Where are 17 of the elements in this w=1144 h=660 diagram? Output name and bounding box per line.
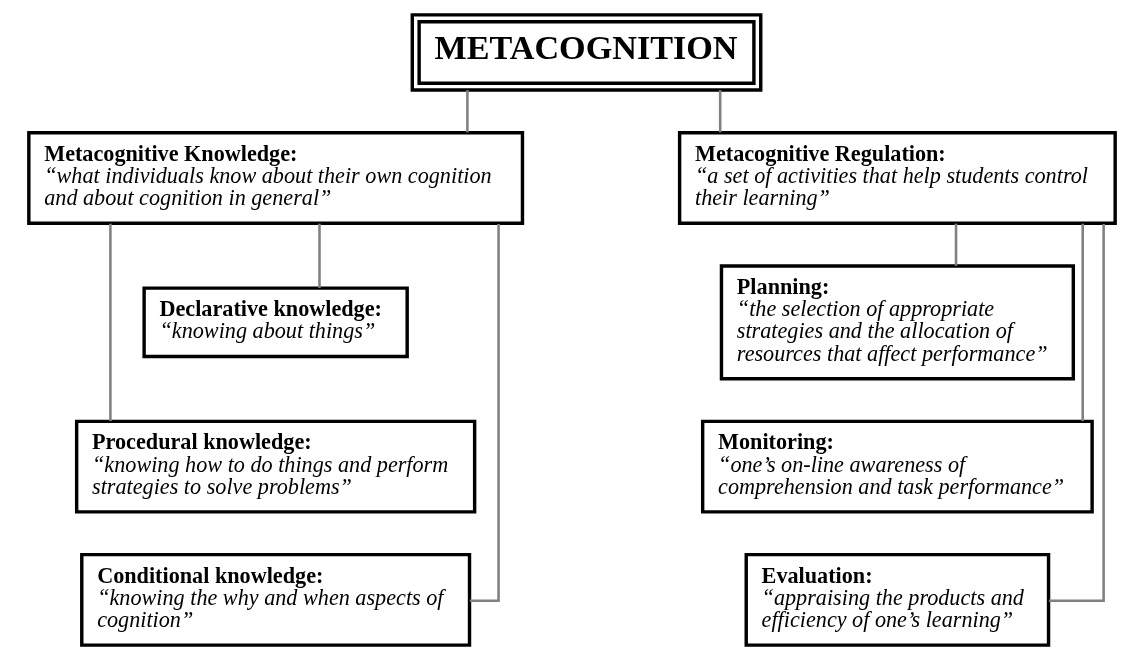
node-box: Metacognitive Regulation: “a set of activities that help students control their learning”	[677, 131, 1117, 225]
connector	[718, 90, 722, 133]
connector	[469, 224, 500, 602]
connector	[318, 223, 321, 288]
connector	[954, 223, 958, 266]
node-box: Monitoring: “one’s on-line awareness of comprehension and task performance”	[700, 419, 1094, 514]
node-box: Conditional knowledge: “knowing the why and when aspects of cognition”	[80, 552, 472, 647]
node-box: METACOGNITION	[410, 13, 763, 92]
connector	[1048, 224, 1105, 602]
node-box: Procedural knowledge: “knowing how to do things and perform strategies to solve problems”	[74, 419, 477, 514]
node-box: Planning: “the selection of appropriate strategies and the allocation of resources that affect performance”	[719, 264, 1076, 381]
connector	[466, 90, 469, 133]
node-box: Declarative knowledge: “knowing about things”	[142, 286, 409, 359]
connector	[1081, 223, 1084, 422]
node-box: Metacognitive Knowledge: “what individuals know about their own cognition and about cognition in general”	[27, 131, 525, 225]
node-box: Evaluation: “appraising the products and efficiency of one’s learning”	[744, 552, 1051, 647]
connector	[109, 223, 112, 422]
